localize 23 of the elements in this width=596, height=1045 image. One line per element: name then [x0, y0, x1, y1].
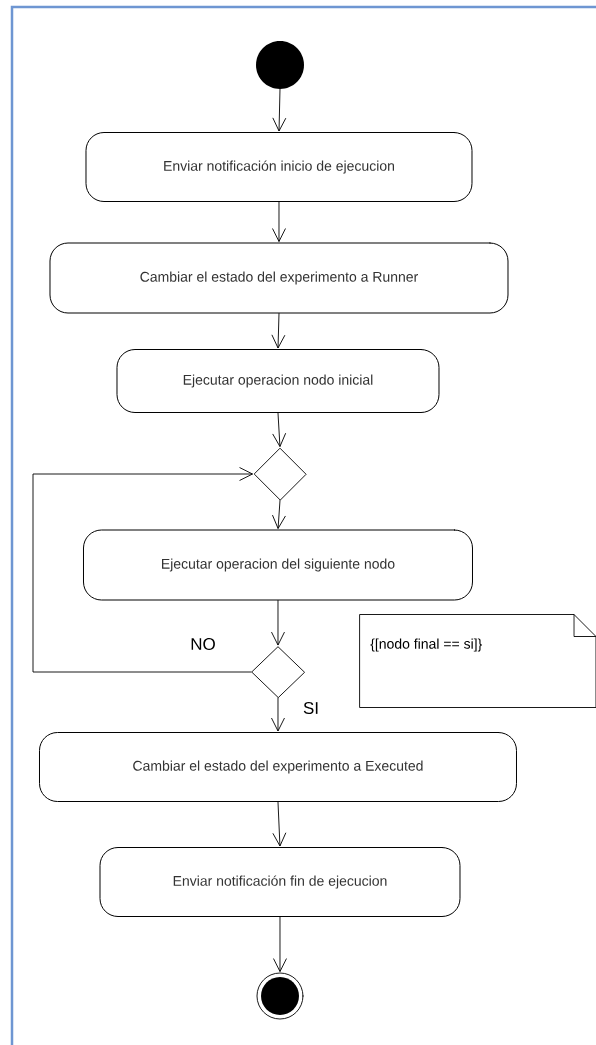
- decision-diamond: [253, 447, 307, 501]
- arrow: [272, 201, 286, 242]
- edge-label: NO: [189, 637, 217, 652]
- arrow: [272, 801, 287, 847]
- arrow: [271, 313, 286, 349]
- edge-label: SI: [301, 701, 321, 715]
- decision-diamond: [251, 646, 305, 698]
- activity-box: Cambiar el estado del experimento a Executed: [39, 732, 517, 802]
- note-box: {[nodo final == si]}: [359, 614, 596, 708]
- arrow: [273, 916, 287, 972]
- arrow: [271, 600, 285, 646]
- arrow: [272, 88, 287, 132]
- activity-box: Ejecutar operacion del siguiente nodo: [83, 529, 473, 601]
- activity-box: Enviar notificación fin de ejecucion: [99, 847, 461, 917]
- arrow: [272, 412, 287, 447]
- initial-node: [256, 41, 304, 89]
- final-node: [256, 972, 304, 1020]
- activity-box: Ejecutar operacion nodo inicial: [116, 349, 440, 413]
- activity-box: Enviar notificación inicio de ejecucion: [85, 132, 473, 202]
- arrow: [32, 467, 253, 673]
- activity-box: Cambiar el estado del experimento a Runner: [49, 242, 509, 314]
- arrow: [272, 500, 286, 529]
- arrow: [271, 697, 285, 732]
